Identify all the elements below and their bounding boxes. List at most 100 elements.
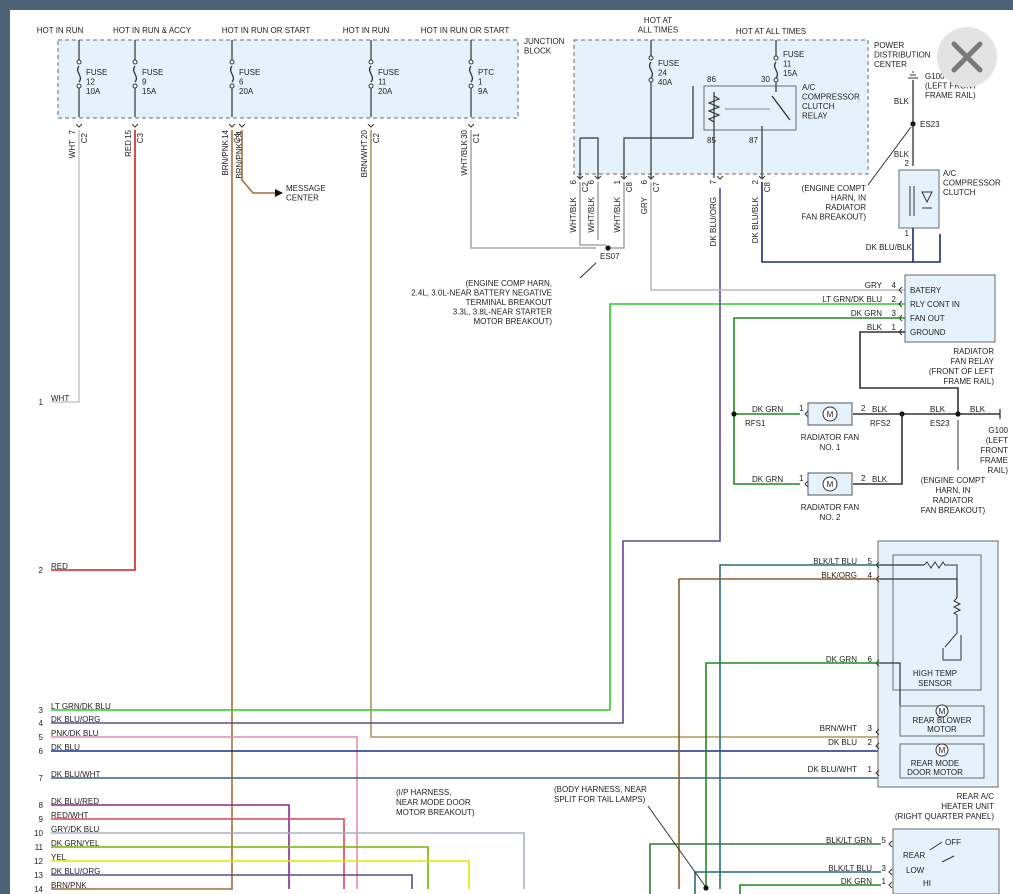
close-button[interactable]	[937, 27, 997, 87]
sensor-label: HIGH TEMP	[913, 669, 957, 678]
connector-chevron	[898, 300, 903, 308]
fuse-label: 12	[86, 78, 95, 87]
connector-chevron	[804, 480, 809, 488]
connector-chevron	[888, 840, 893, 848]
switch-contact-icon	[929, 841, 955, 863]
mode-label: REAR MODE	[911, 759, 959, 768]
rear-unit-label: REAR A/C	[957, 792, 995, 801]
pin-ring	[468, 59, 474, 65]
wire-label: DK BLU/ORG	[51, 867, 100, 876]
pin-ring	[368, 59, 374, 65]
relay-coil-icon	[707, 95, 721, 123]
fuse-label: 9A	[478, 87, 488, 96]
ground-icon	[908, 71, 918, 79]
wire-label: DK BLU/RED	[51, 797, 99, 806]
wire-label: GRY	[640, 196, 649, 214]
wire-gry	[650, 182, 905, 291]
fan-label: NO. 2	[820, 513, 841, 522]
connector-chevron	[228, 123, 236, 128]
wire-label: BRN/PNK	[235, 142, 244, 178]
fan-relay-label: (FRONT OF LEFT	[929, 367, 994, 376]
wire-wht	[51, 130, 80, 403]
fuse-label: PTC	[478, 68, 494, 77]
wire-label: RED	[51, 562, 68, 571]
pin-number: 1	[905, 229, 910, 238]
pin-number: 2	[861, 404, 866, 413]
relay-pin-name: GROUND	[910, 328, 946, 337]
pin-ring	[132, 59, 138, 65]
connector-id: C2	[581, 181, 590, 192]
radiator-fan-relay	[904, 274, 996, 343]
wire-label: BLK	[930, 405, 946, 414]
cavity-number: 14	[34, 885, 43, 894]
connector-chevron	[875, 769, 880, 777]
splice-note: TERMINAL BREAKOUT	[466, 298, 552, 307]
connector-id: C8	[763, 181, 772, 192]
wire-label: BLK	[894, 97, 910, 106]
pin-number: 15	[124, 129, 133, 138]
fuse-symbol	[368, 65, 374, 83]
pin-number: 7	[68, 129, 77, 134]
wire-label: DK BLU/BLK	[751, 196, 760, 243]
clutch-coil-icon	[909, 186, 933, 216]
pin-ring	[468, 83, 474, 89]
clutch-label: CLUTCH	[943, 188, 976, 197]
relay-pin: 86	[707, 75, 716, 84]
cavity-number: 12	[34, 857, 43, 866]
connector-chevron	[620, 175, 628, 180]
message-center-label: CENTER	[286, 194, 319, 203]
internal-wire	[880, 578, 958, 598]
fuse-label: 11	[378, 78, 387, 87]
leader-arrow	[647, 805, 706, 887]
resistor-switch-icon	[942, 597, 962, 661]
wire-yel	[51, 860, 470, 889]
pin-number: 1	[799, 404, 804, 413]
pin-ring	[648, 55, 654, 61]
connector-id: C7	[652, 181, 661, 192]
pin-number: 2	[892, 295, 897, 304]
pin-number: 5	[882, 836, 887, 845]
wire-label: LT GRN/DK BLU	[822, 295, 882, 304]
splice-note: 3.3L, 3.8L-NEAR STARTER	[453, 308, 553, 317]
hot-label: HOT IN RUN & ACCY	[113, 26, 192, 35]
relay-pin-name: FAN OUT	[910, 314, 945, 323]
motor-icon	[935, 743, 949, 757]
connector-chevron	[804, 410, 809, 418]
splice-note: 2.4L, 3.0L-NEAR BATTERY NEGATIVE	[411, 289, 552, 298]
pin-number: 4	[892, 281, 897, 290]
splice-label: ES23	[930, 419, 950, 428]
fuse-label: 6	[239, 78, 244, 87]
pin-number: 6	[640, 179, 649, 184]
motor-symbol: M	[827, 410, 834, 419]
wire-label: BLK	[867, 323, 883, 332]
hot-label: HOT IN RUN	[343, 26, 390, 35]
ground-label: (LEFT FRONT	[925, 82, 977, 91]
wire-label: GRY/DK BLU	[51, 825, 100, 834]
cavity-number: 11	[35, 843, 44, 852]
fan-note: HARN, IN	[935, 486, 970, 495]
motor-icon	[822, 476, 838, 492]
rear-unit-label: HEATER UNIT	[941, 802, 994, 811]
blower-label: MOTOR	[927, 725, 957, 734]
pin-number: 6	[587, 179, 596, 184]
leader-arrow	[867, 126, 912, 186]
wire-label: BLK	[894, 150, 910, 159]
wire-lt-grn-dk-blu	[51, 303, 905, 711]
clutch-label: COMPRESSOR	[943, 179, 1001, 188]
wire-label: BLK/LT BLU	[828, 864, 872, 873]
pdc-label: DISTRIBUTION	[874, 51, 931, 60]
fuse-label: 1	[478, 78, 483, 87]
splice-label: ES07	[600, 252, 620, 261]
relay-label: CLUTCH	[802, 102, 835, 111]
pin-number: 6	[868, 655, 873, 664]
wire-label: DK BLU/WHT	[51, 770, 100, 779]
fuse-symbol	[132, 65, 138, 83]
clutch-label: A/C	[943, 169, 957, 178]
wire-label: WHT	[68, 140, 77, 158]
connector-chevron	[131, 123, 139, 128]
fuse-label: 20A	[378, 87, 393, 96]
pin-number: 2	[868, 738, 873, 747]
wire-label: BRN/PNK	[221, 139, 230, 175]
